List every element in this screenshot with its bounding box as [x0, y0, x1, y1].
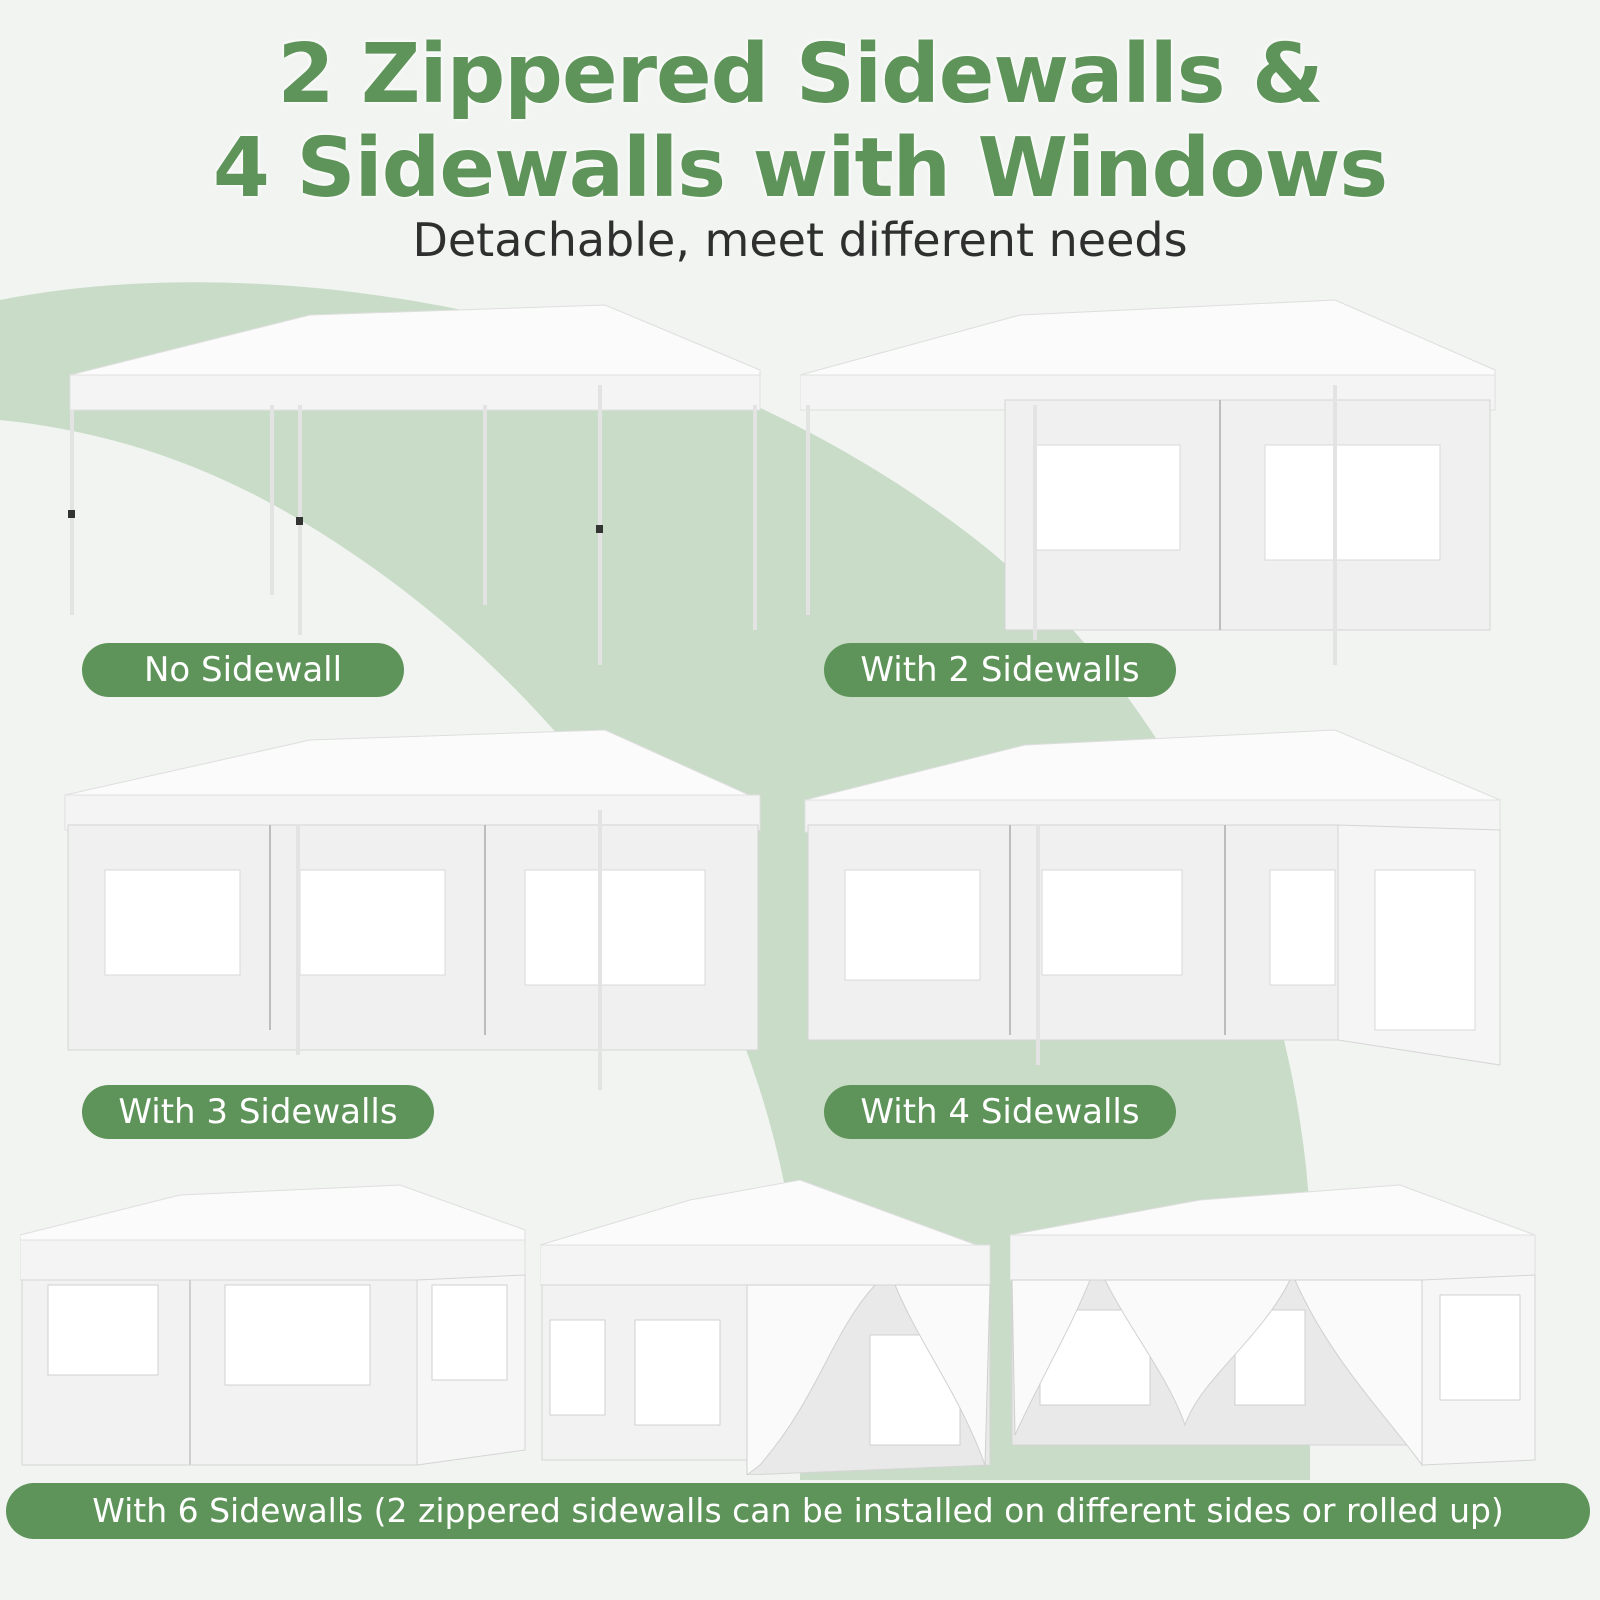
tent-image-6-sidewalls-one-door-open: [540, 1175, 1000, 1475]
tent-image-6-sidewalls-closed: [20, 1180, 530, 1470]
page-title: 2 Zippered Sidewalls & 4 Sidewalls with …: [0, 28, 1600, 216]
label-3-sidewalls: With 3 Sidewalls: [82, 1085, 434, 1139]
label-no-sidewall: No Sidewall: [82, 643, 404, 697]
tent-image-3-sidewalls: [60, 725, 780, 1095]
label-6-sidewalls-caption: With 6 Sidewalls (2 zippered sidewalls c…: [6, 1483, 1590, 1539]
label-2-sidewalls: With 2 Sidewalls: [824, 643, 1176, 697]
tent-image-4-sidewalls: [800, 725, 1520, 1105]
subtitle: Detachable, meet different needs: [412, 213, 1188, 267]
tent-image-6-sidewalls-two-doors-open: [1010, 1180, 1570, 1470]
title-line-1: 2 Zippered Sidewalls &: [277, 27, 1323, 122]
label-4-sidewalls: With 4 Sidewalls: [824, 1085, 1176, 1139]
tent-image-2-sidewalls: [800, 295, 1520, 675]
title-line-2: 4 Sidewalls with Windows: [212, 121, 1388, 216]
tent-image-no-sidewall: [60, 295, 780, 675]
